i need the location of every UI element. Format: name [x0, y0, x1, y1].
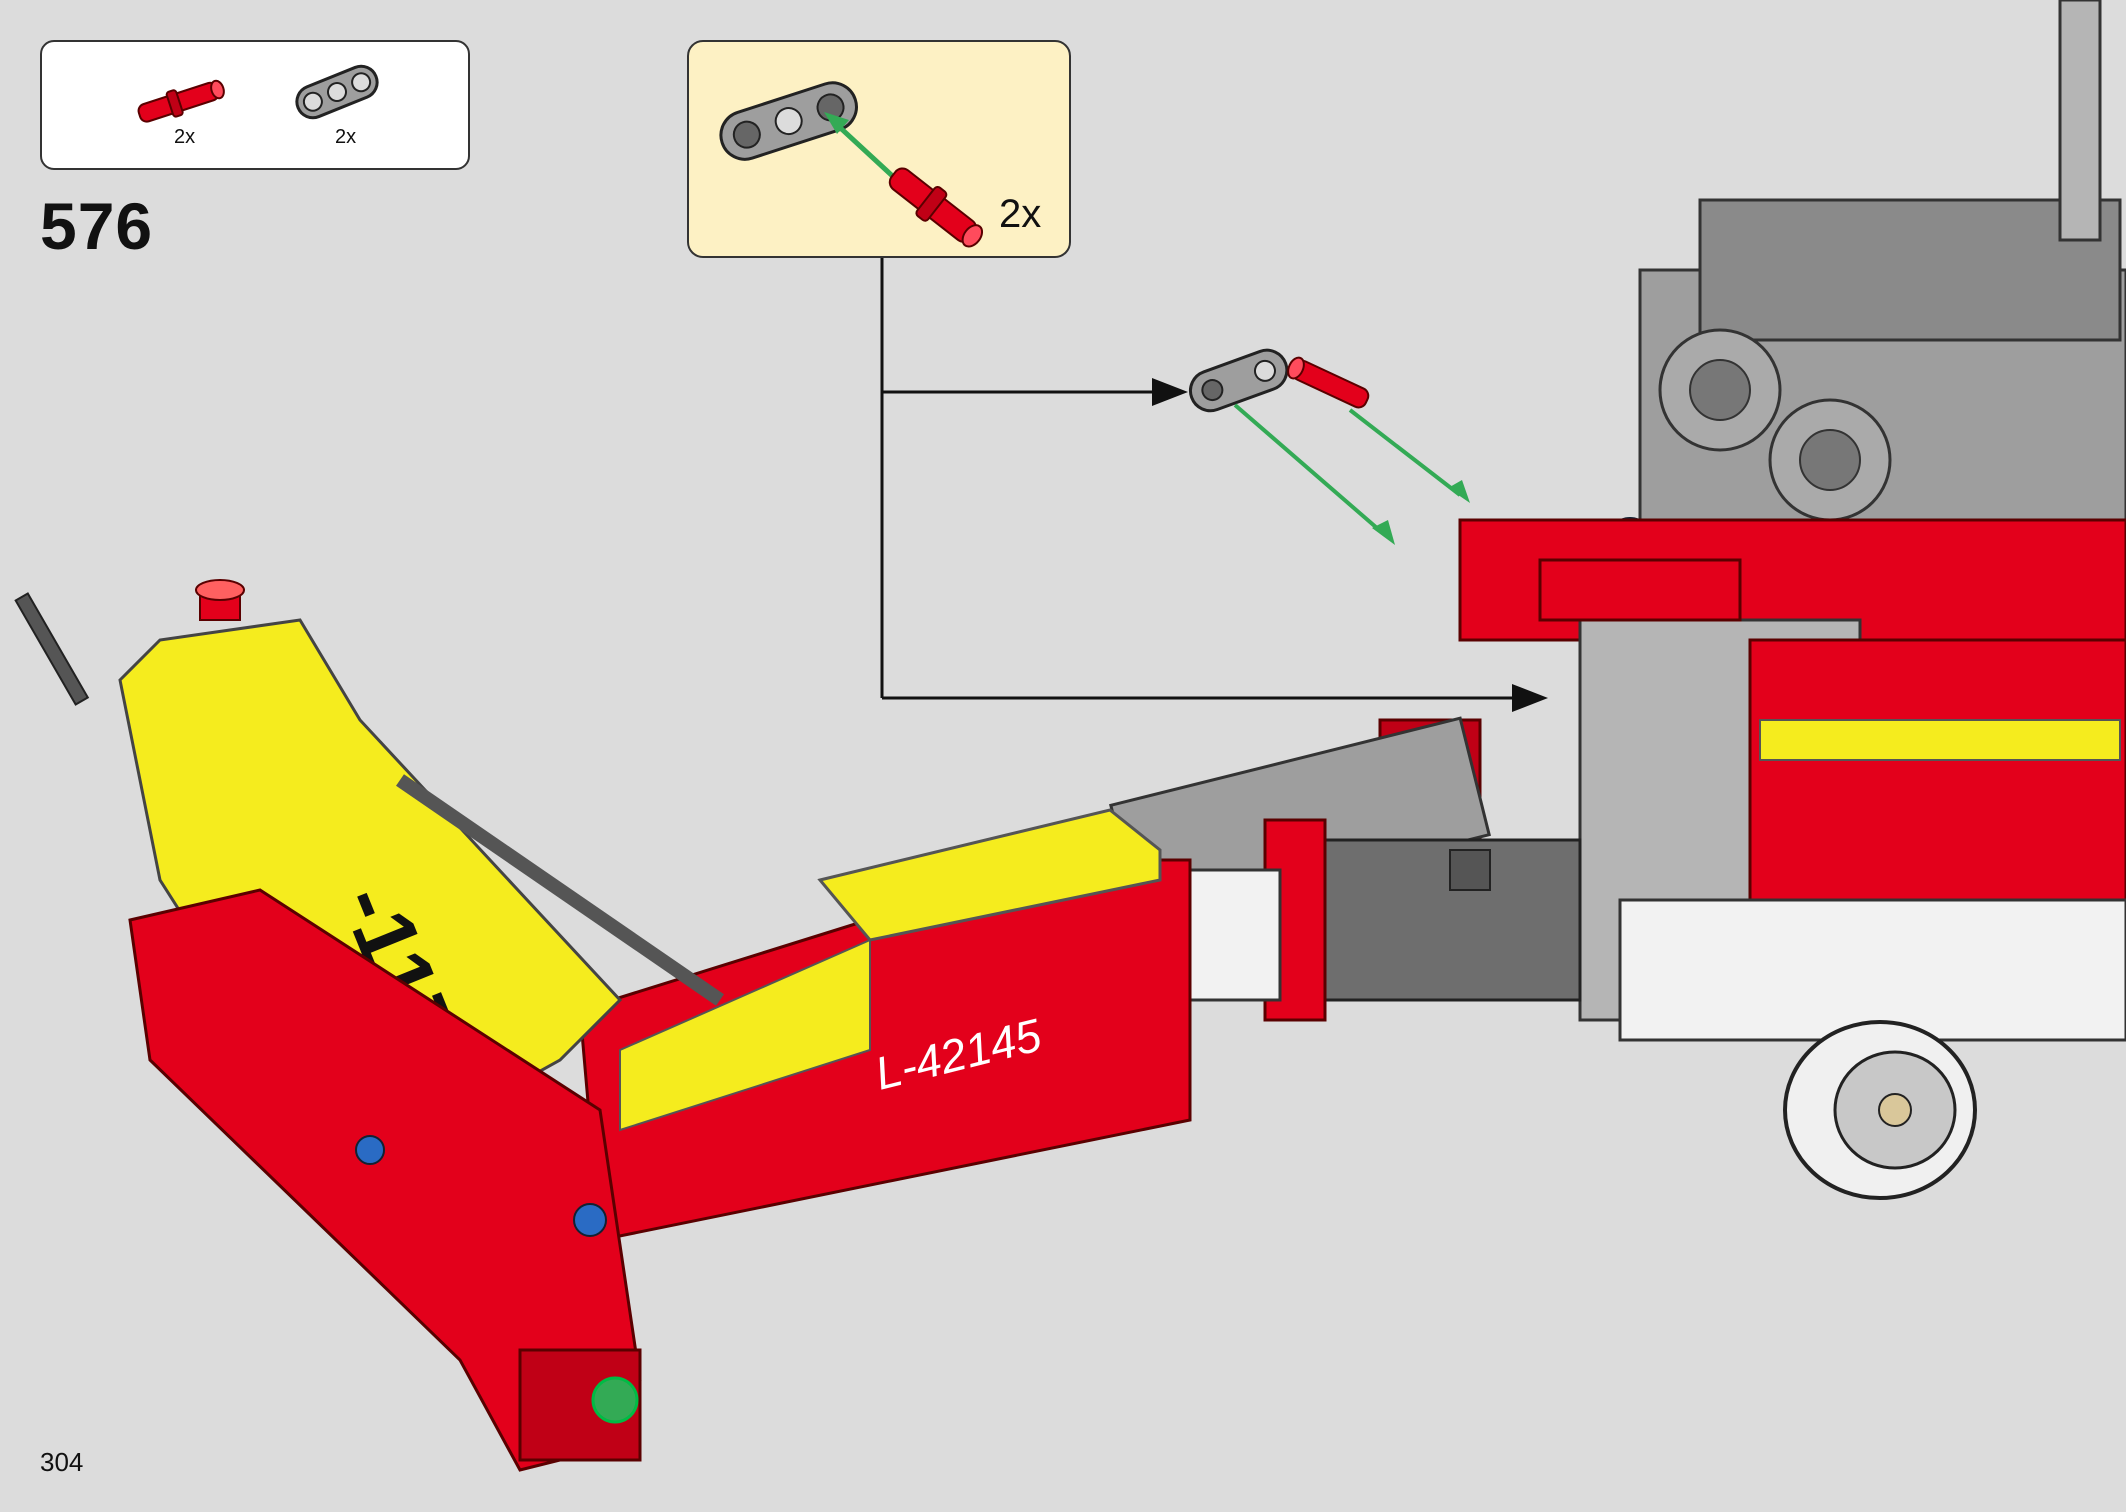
- callout-gray-beam-icon: [719, 81, 858, 161]
- arrow-head-upper: [1152, 378, 1188, 406]
- green-insertion-arrows: [1233, 403, 1462, 537]
- page-number: 304: [40, 1447, 84, 1477]
- parts-list-box: 2x 2x: [40, 40, 470, 170]
- floating-red-axle-pin-icon: [1287, 356, 1370, 409]
- arrow-head-lower: [1512, 684, 1548, 712]
- floating-gray-beam-icon: [1188, 348, 1289, 413]
- gray-beam-qty: 2x: [335, 126, 357, 148]
- gray-beam-part: 2x: [287, 62, 397, 152]
- step-number: 576: [40, 189, 154, 263]
- callout-leader-lines: [880, 258, 1520, 700]
- subassembly-callout: 2x: [687, 40, 1071, 258]
- callout-quantity: 2x: [999, 192, 1042, 236]
- chassis-red-frame: [1378, 518, 2126, 1042]
- callout-red-axle-pin-icon: [888, 167, 984, 248]
- boom-mid-section: [1109, 716, 1582, 1022]
- subassembly-illustration: [719, 81, 984, 248]
- boom-red-section: L-42145: [578, 808, 1192, 1242]
- gray-beam-icon: [295, 64, 379, 120]
- red-axle-pin-part: 2x: [127, 70, 237, 150]
- base-outrigger: [128, 888, 642, 1472]
- wheel: [1783, 1020, 1977, 1200]
- red-axle-pin-icon: [137, 79, 225, 123]
- red-axle-pin-qty: 2x: [174, 126, 196, 148]
